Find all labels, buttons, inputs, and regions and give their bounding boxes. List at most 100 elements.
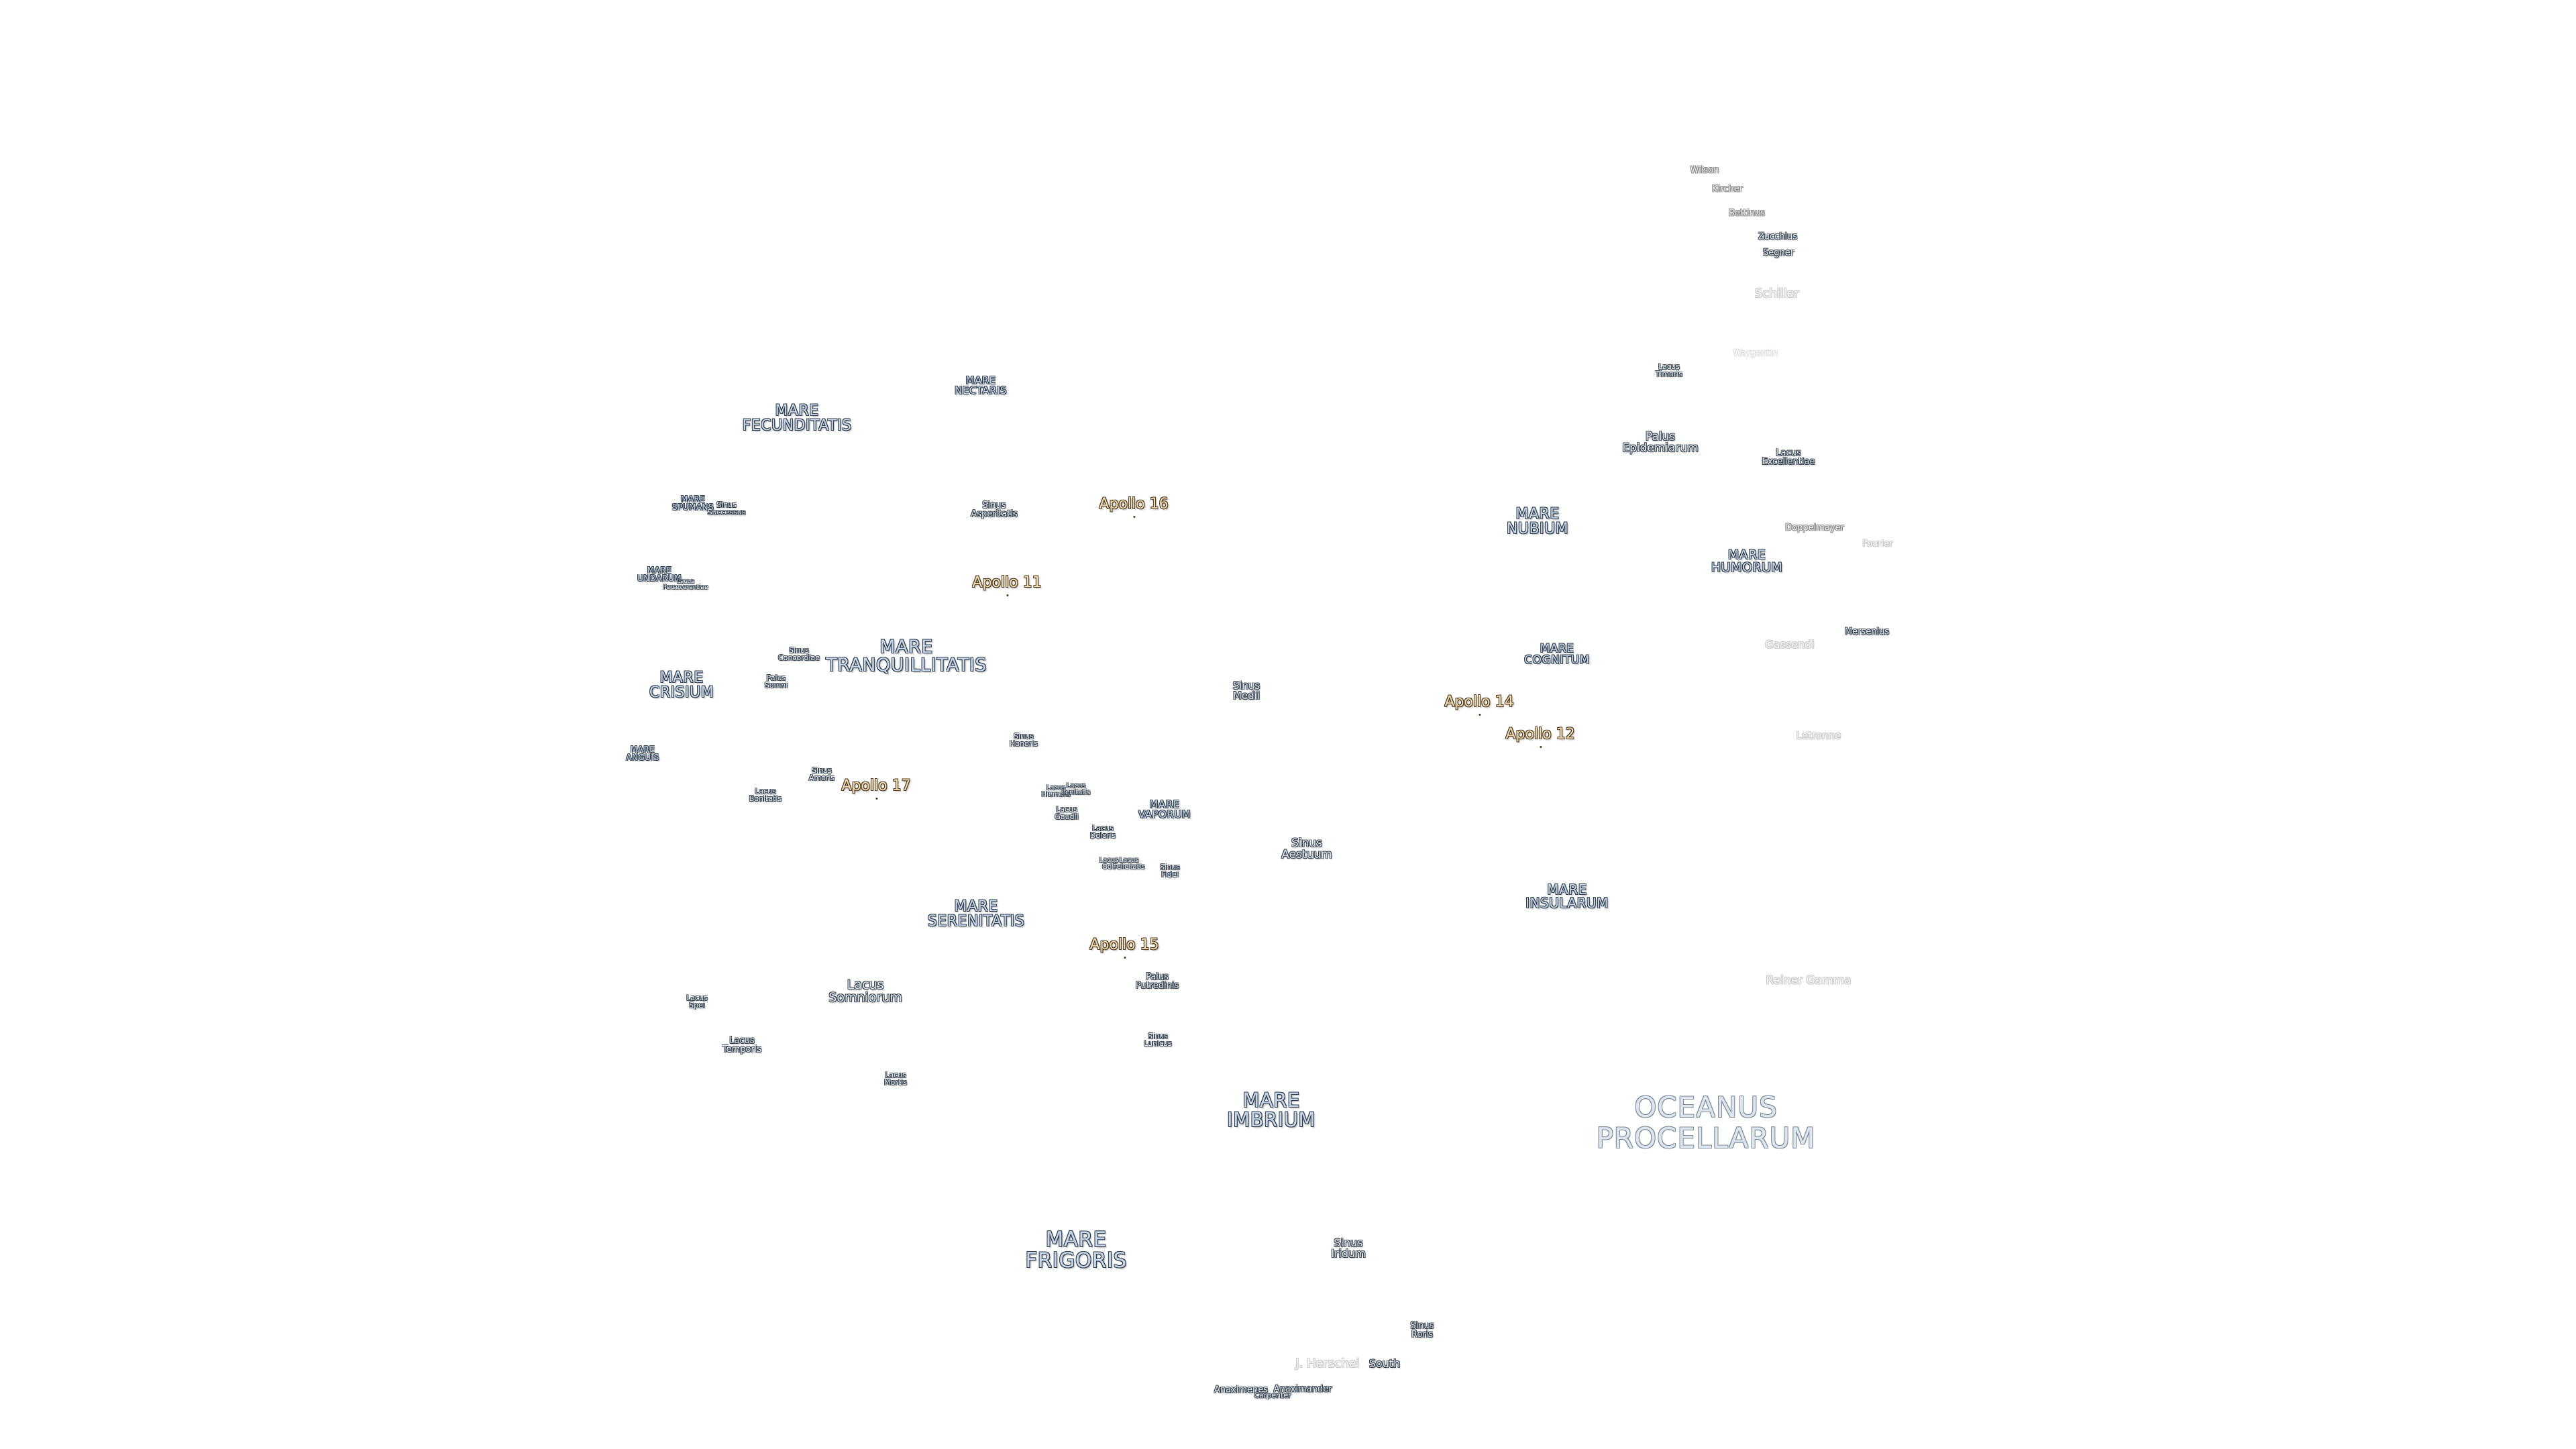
crater-gassendi-text: Gassendi bbox=[1765, 638, 1815, 651]
lacus-excellentiae-label[interactable]: Lacus Excellentiae bbox=[1762, 449, 1815, 466]
crater-anaximander-text: Anaximander bbox=[1273, 1384, 1332, 1395]
crater-bettinus-label[interactable]: Bettinus bbox=[1729, 209, 1765, 218]
lacus-hiemalis-line-1: Lacus bbox=[1046, 784, 1066, 792]
sinus-honoris-line-2: Honoris bbox=[1009, 739, 1038, 748]
lacus-excellentiae-line-1: Lacus bbox=[1776, 448, 1801, 458]
crater-carpenter-label[interactable]: Carpenter bbox=[1254, 1392, 1291, 1399]
lacus-bonitatis-label[interactable]: Lacus Bonitatis bbox=[749, 788, 782, 802]
mare-serenitatis-label[interactable]: MARE SERENITATIS bbox=[928, 900, 1024, 929]
crater-gassendi-label[interactable]: Gassendi bbox=[1765, 639, 1814, 650]
crater-letronne-label[interactable]: Letronne bbox=[1796, 731, 1841, 741]
crater-schiller-label[interactable]: Schiller bbox=[1755, 288, 1799, 300]
mare-frigoris-line-1: MARE bbox=[1045, 1228, 1107, 1252]
apollo-16-label[interactable]: Apollo 16 bbox=[1099, 496, 1169, 518]
palus-epidemiarum-label[interactable]: Palus Epidemiarum bbox=[1622, 431, 1699, 454]
sinus-iridum-label[interactable]: Sinus Iridum bbox=[1331, 1238, 1366, 1259]
sinus-asperitatis-label[interactable]: Sinus Asperitatis bbox=[971, 501, 1017, 519]
mare-anguis-label[interactable]: MARE ANGUIS bbox=[626, 745, 659, 761]
apollo-15-text: Apollo 15 bbox=[1089, 936, 1159, 953]
lacus-temporis-line-1: Lacus bbox=[729, 1036, 755, 1046]
sinus-honoris-line-1: Sinus bbox=[1014, 732, 1034, 741]
sinus-amoris-label[interactable]: Sinus Amoris bbox=[809, 767, 835, 782]
reiner-gamma-label[interactable]: Reiner Gamma bbox=[1766, 975, 1851, 987]
mare-vaporum-line-2: VAPORUM bbox=[1138, 808, 1191, 820]
sinus-honoris-label[interactable]: Sinus Honoris bbox=[1010, 733, 1038, 747]
mare-humorum-label[interactable]: MARE HUMORUM bbox=[1711, 549, 1783, 574]
mare-frigoris-line-2: FRIGORIS bbox=[1025, 1248, 1127, 1273]
lacus-temporis-label[interactable]: Lacus Temporis bbox=[722, 1036, 761, 1054]
sinus-lunicus-label[interactable]: Sinus Lunicus bbox=[1144, 1032, 1172, 1047]
sinus-successus-line-1: Sinus bbox=[716, 500, 737, 509]
mare-tranquillitatis-line-1: MARE bbox=[879, 637, 933, 657]
sinus-amoris-line-1: Sinus bbox=[812, 766, 832, 775]
lacus-excellentiae-line-2: Excellentiae bbox=[1762, 457, 1815, 467]
apollo-16-text: Apollo 16 bbox=[1099, 496, 1169, 513]
lacus-hiemalis-label[interactable]: Lacus Hiemalis bbox=[1041, 785, 1070, 798]
mare-fecunditatis-label[interactable]: MARE FECUNDITATIS bbox=[743, 404, 852, 433]
lacus-somniorum-label[interactable]: Lacus Somniorum bbox=[828, 979, 902, 1004]
sinus-roris-label[interactable]: Sinus Roris bbox=[1410, 1322, 1434, 1339]
lacus-doloris-label[interactable]: Lacus Doloris bbox=[1090, 824, 1116, 839]
sinus-concordiae-label[interactable]: Sinus Concordiae bbox=[778, 647, 820, 661]
lacus-perseverantiae-label[interactable]: Lacus Perseverantiae bbox=[663, 579, 708, 591]
mare-insularum-label[interactable]: MARE INSULARUM bbox=[1525, 883, 1609, 910]
mare-tranquillitatis-label[interactable]: MARE TRANQUILLITATIS bbox=[826, 638, 987, 674]
sinus-aestuum-line-1: Sinus bbox=[1291, 837, 1322, 850]
mare-cognitum-label[interactable]: MARE COGNITUM bbox=[1524, 643, 1590, 666]
lacus-doloris-line-1: Lacus bbox=[1092, 824, 1114, 833]
crater-wargentin-label[interactable]: Wargentin bbox=[1733, 350, 1778, 358]
crater-wilson-label[interactable]: Wilson bbox=[1690, 166, 1719, 175]
mare-nubium-label[interactable]: MARE NUBIUM bbox=[1507, 507, 1568, 537]
mare-undarum-line-1: MARE bbox=[647, 566, 672, 575]
lacus-spei-label[interactable]: Lacus Spei bbox=[686, 994, 708, 1009]
mare-undarum-label[interactable]: MARE UNDARUM bbox=[637, 566, 682, 582]
lacus-somniorum-line-1: Lacus bbox=[847, 977, 884, 992]
lacus-odii-line-1: Lacus bbox=[1099, 857, 1119, 864]
mare-imbrium-label[interactable]: MARE IMBRIUM bbox=[1227, 1091, 1316, 1130]
palus-putredinis-label[interactable]: Palus Putredinis bbox=[1136, 973, 1179, 990]
lacus-lenitatis-label[interactable]: Lacus Lenitatis bbox=[1062, 783, 1091, 796]
sinus-medii-label[interactable]: Sinus Medii bbox=[1233, 681, 1260, 701]
apollo-12-label[interactable]: Apollo 12 bbox=[1505, 727, 1575, 748]
apollo-17-label[interactable]: Apollo 17 bbox=[841, 779, 911, 800]
oceanus-procellarum-line-1: OCEANUS bbox=[1634, 1090, 1778, 1124]
crater-south-label[interactable]: South bbox=[1369, 1358, 1401, 1369]
oceanus-procellarum-label[interactable]: OCEANUS PROCELLARUM bbox=[1596, 1090, 1815, 1154]
sinus-roris-line-1: Sinus bbox=[1410, 1321, 1434, 1331]
mare-insularum-line-1: MARE bbox=[1547, 881, 1587, 898]
crater-doppelmayer-label[interactable]: Doppelmayer bbox=[1785, 524, 1844, 533]
mare-crisium-label[interactable]: MARE CRISIUM bbox=[649, 671, 714, 700]
sinus-aestuum-line-2: Aestuum bbox=[1281, 848, 1332, 861]
crater-zucchius-label[interactable]: Zucchius bbox=[1758, 233, 1797, 241]
crater-anaximander-label[interactable]: Anaximander bbox=[1274, 1385, 1332, 1394]
mare-frigoris-label[interactable]: MARE FRIGORIS bbox=[1025, 1230, 1126, 1271]
lacus-odii-label[interactable]: Lacus Odii bbox=[1099, 857, 1119, 871]
apollo-11-label[interactable]: Apollo 11 bbox=[972, 576, 1042, 596]
crater-anaximenes-label[interactable]: Anaximenes bbox=[1214, 1386, 1268, 1395]
lacus-timoris-label[interactable]: Lacus Timoris bbox=[1656, 363, 1682, 378]
lacus-gaudii-label[interactable]: Lacus Gaudii bbox=[1055, 806, 1078, 820]
sinus-successus-label[interactable]: Sinus Successus bbox=[708, 501, 746, 516]
mare-nectaris-label[interactable]: MARE NECTARIS bbox=[955, 376, 1007, 396]
palus-epidemiarum-line-2: Epidemiarum bbox=[1622, 441, 1699, 455]
crater-kircher-text: Kircher bbox=[1712, 184, 1743, 195]
lacus-mortis-line-2: Mortis bbox=[884, 1078, 907, 1087]
apollo-15-label[interactable]: Apollo 15 bbox=[1089, 936, 1159, 959]
lacus-felicitatis-label[interactable]: Lacus Felicitatis bbox=[1113, 857, 1144, 871]
mare-vaporum-label[interactable]: MARE VAPORUM bbox=[1138, 800, 1191, 820]
apollo-14-label[interactable]: Apollo 14 bbox=[1444, 695, 1514, 716]
sinus-aestuum-label[interactable]: Sinus Aestuum bbox=[1281, 838, 1332, 861]
mare-serenitatis-line-2: SERENITATIS bbox=[927, 913, 1025, 930]
mare-nectaris-line-2: NECTARIS bbox=[955, 384, 1007, 396]
crater-segner-label[interactable]: Segner bbox=[1763, 249, 1794, 258]
crater-kircher-label[interactable]: Kircher bbox=[1712, 185, 1743, 194]
lacus-spei-line-1: Lacus bbox=[686, 994, 708, 1002]
crater-j-herschel-label[interactable]: J. Herschel bbox=[1295, 1358, 1360, 1370]
palus-somni-label[interactable]: Palus Somni bbox=[765, 674, 788, 689]
crater-mersenius-label[interactable]: Mersenius bbox=[1845, 628, 1889, 637]
lacus-mortis-label[interactable]: Lacus Mortis bbox=[884, 1071, 907, 1086]
crater-fourier-label[interactable]: Fourier bbox=[1862, 540, 1893, 549]
mare-spumans-label[interactable]: MARE SPUMANS bbox=[672, 495, 714, 511]
sinus-fidei-label[interactable]: Sinus Fidei bbox=[1160, 863, 1180, 878]
